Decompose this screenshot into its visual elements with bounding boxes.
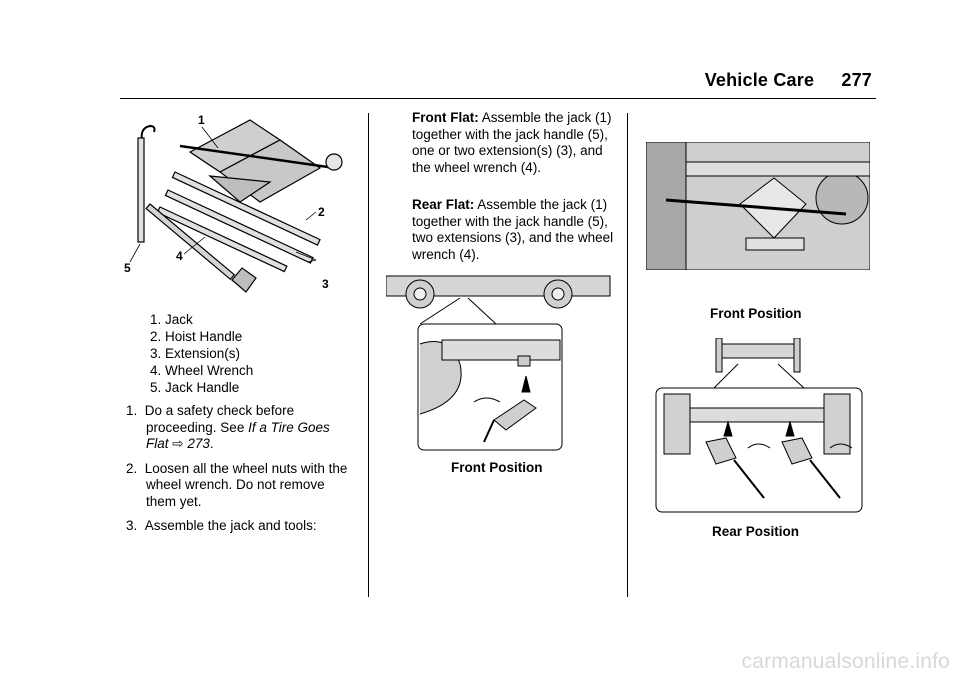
figure-caption: Front Position [710,306,802,321]
section-title: Vehicle Care [704,70,815,90]
step-item: 2. Loosen all the wheel nuts with the wh… [126,461,358,511]
rear-position-illustration [655,338,863,513]
front-flat-paragraph: Front Flat: Assemble the jack (1) togeth… [412,110,612,175]
step-number: 1. [126,403,138,418]
page-header: Vehicle Care 277 [705,70,872,91]
rear-flat-paragraph: Rear Flat: Assemble the jack (1) togethe… [412,197,614,262]
jack-tools-illustration: 1 2 3 4 5 [124,113,343,293]
header-rule [120,98,876,99]
callout-4: 4 [176,249,183,263]
step-number: 2. [126,460,138,476]
step-item: 1. Do a safety check before proceeding. … [126,403,330,452]
column-divider-right [627,113,628,597]
procedure-steps: 1. Do a safety check before proceeding. … [126,403,358,543]
tools-legend: 1. Jack 2. Hoist Handle 3. Extension(s) … [150,311,253,396]
page-ref-arrow-icon: ⇨ [172,436,184,451]
front-position-side-illustration [386,275,611,451]
figure-caption: Rear Position [712,524,800,539]
callout-1: 1 [198,113,205,127]
column-divider-left [368,113,369,597]
step-item: 3. Assemble the jack and tools: [126,518,358,535]
step-text: Loosen all the wheel nuts with the wheel… [144,460,348,509]
callout-2: 2 [318,205,325,219]
step-number: 3. [126,518,138,533]
legend-item: 5. Jack Handle [150,380,240,395]
step-text: Assemble the jack and tools: [144,518,317,533]
cross-reference-link[interactable]: If a Tire Goes Flat [146,419,330,452]
watermark: carmanualsonline.info [741,650,950,673]
page-ref[interactable]: 273 [187,436,210,451]
step-text: Do a safety check before proceeding. See [144,403,295,435]
legend-item: 3. Extension(s) [150,346,241,361]
legend-item: 4. Wheel Wrench [150,363,254,378]
legend-item: 2. Hoist Handle [150,329,243,344]
page-number: 277 [841,70,872,90]
callout-5: 5 [124,261,131,275]
legend-item: 1. Jack [150,312,193,327]
front-flat-label: Front Flat: [412,110,479,125]
figure-caption: Front Position [451,460,543,475]
front-position-underbody-illustration [646,142,870,270]
callout-3: 3 [322,277,329,291]
rear-flat-label: Rear Flat: [412,197,475,212]
